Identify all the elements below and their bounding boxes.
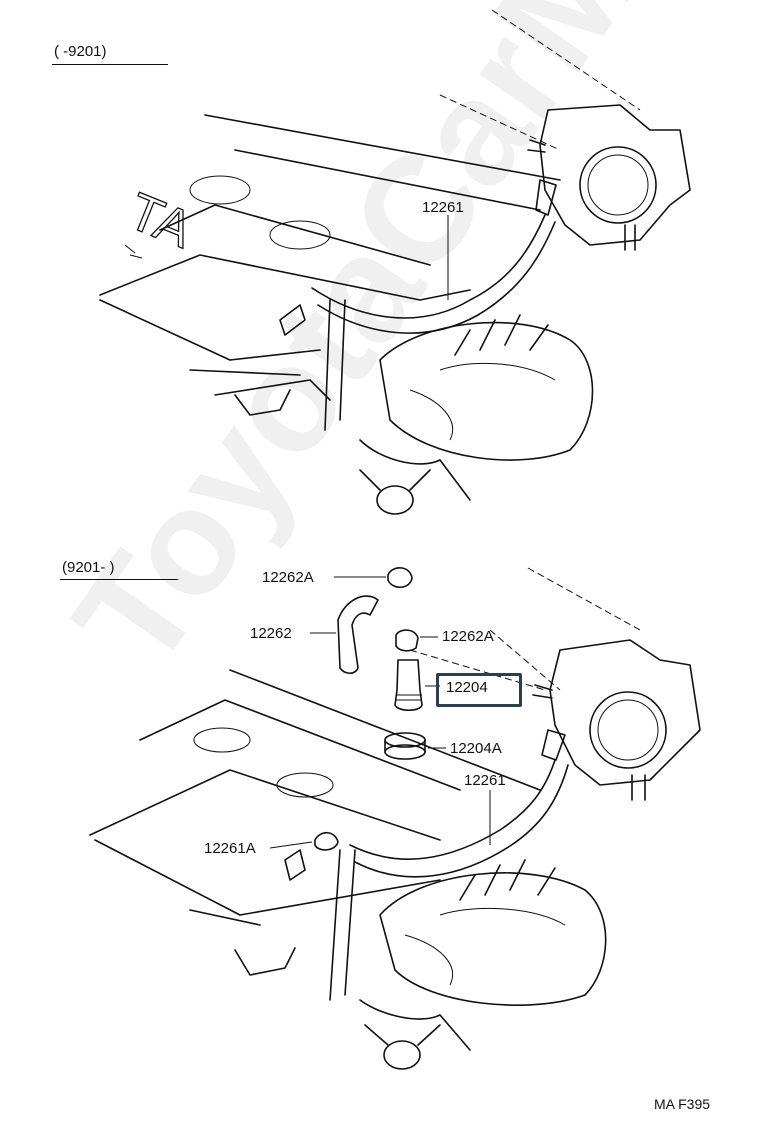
upper-range-underline (52, 64, 168, 65)
engine-marking: TA (121, 182, 201, 259)
part-12261-lower: 12261 (464, 772, 506, 789)
lower-range-underline (60, 579, 178, 580)
highlight-box-12204 (436, 673, 522, 707)
part-12262: 12262 (250, 625, 292, 642)
part-12204A: 12204A (450, 740, 502, 757)
lower-range-label: (9201- ) (62, 559, 115, 576)
lower-engine-drawing (89, 567, 701, 1070)
part-12262A-right: 12262A (442, 628, 494, 645)
part-12204: 12204 (446, 679, 488, 696)
figure-code: MA F395 (654, 1096, 711, 1112)
part-12261A: 12261A (204, 840, 256, 857)
upper-range-label: ( -9201) (54, 43, 107, 60)
upper-engine-drawing: TA (99, 9, 691, 515)
part-12261-upper: 12261 (422, 199, 464, 216)
part-12262A-top: 12262A (262, 569, 314, 586)
